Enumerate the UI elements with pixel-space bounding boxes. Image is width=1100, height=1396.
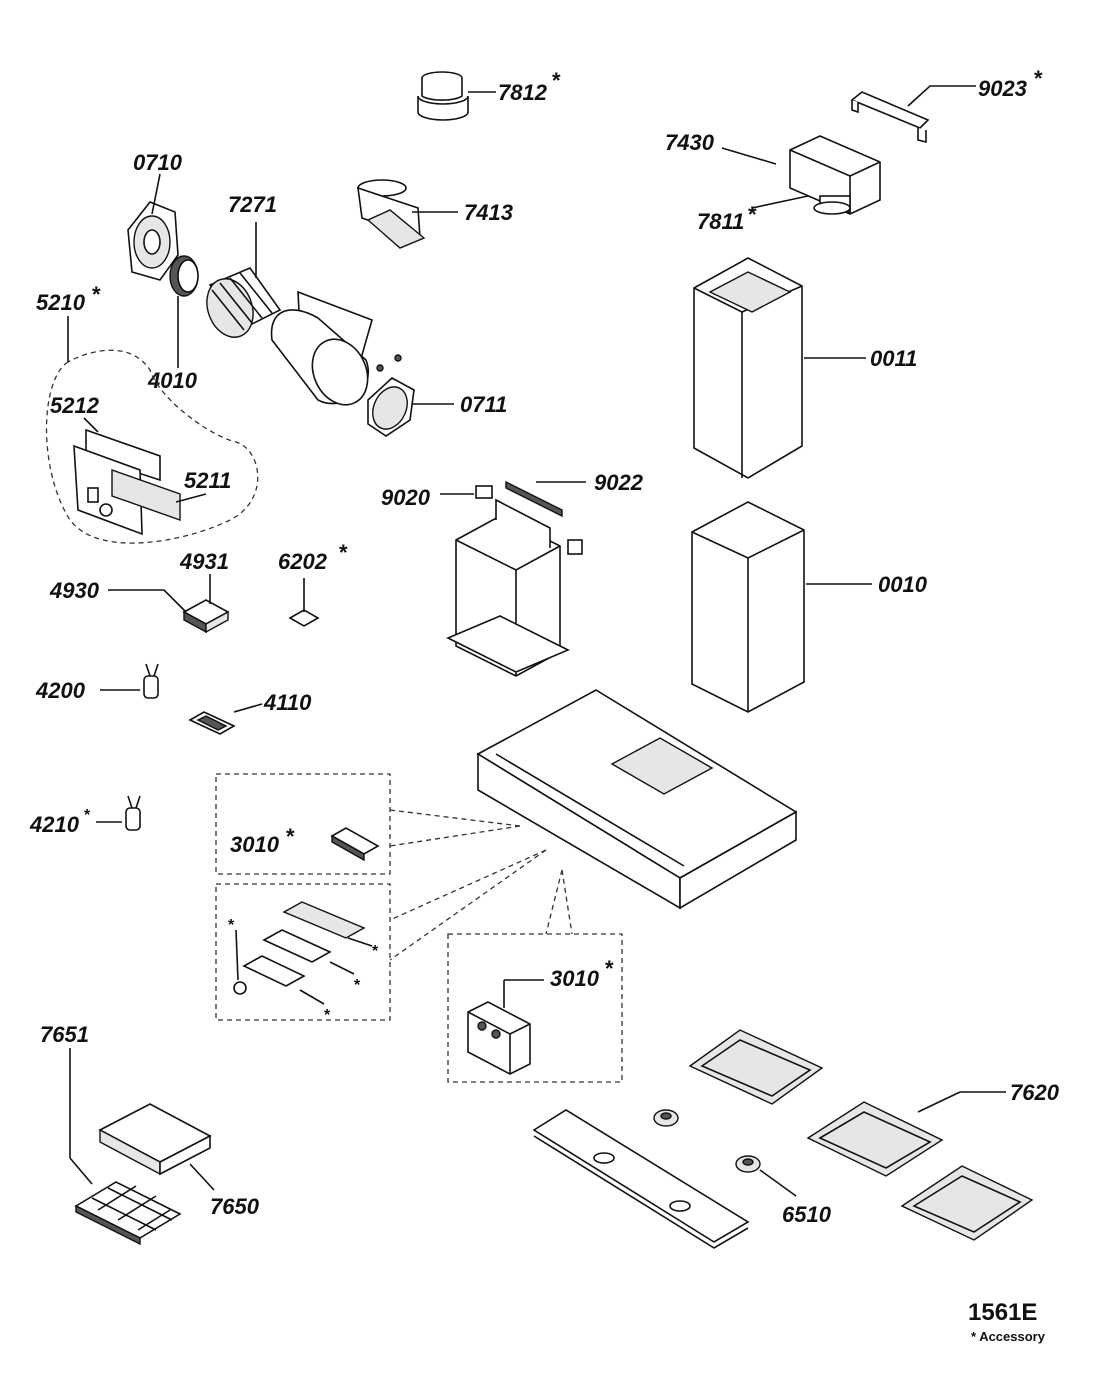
label-6510: 6510 xyxy=(782,1202,832,1227)
label-4200: 4200 xyxy=(35,678,86,703)
label-7413: 7413 xyxy=(464,200,513,225)
label-7811: 7811 xyxy=(697,209,744,234)
asterisk-kit-4: * xyxy=(324,1007,331,1024)
part-4210-capacitor xyxy=(96,795,141,831)
label-3010-b: 3010 xyxy=(550,966,600,991)
asterisk-kit-1: * xyxy=(228,917,235,934)
label-7812: 7812 xyxy=(498,80,548,105)
label-9022: 9022 xyxy=(594,470,644,495)
part-blower-housing xyxy=(270,290,402,406)
asterisk-5210: * xyxy=(92,282,101,307)
callout-leaders xyxy=(389,809,573,961)
part-4930-4931-switch xyxy=(108,574,230,634)
asterisk-3010-b: * xyxy=(605,956,614,981)
label-0011: 0011 xyxy=(870,346,917,371)
asterisk-7811: * xyxy=(748,202,757,227)
label-7620: 7620 xyxy=(1010,1080,1060,1105)
part-4110-light-switch xyxy=(188,703,263,735)
label-4930: 4930 xyxy=(49,578,100,603)
part-0010-lower-chimney xyxy=(691,501,872,713)
label-7430: 7430 xyxy=(665,130,715,155)
label-0010: 0010 xyxy=(878,572,928,597)
part-0710-motor-plate xyxy=(127,173,179,281)
asterisk-3010-a: * xyxy=(286,824,295,849)
label-7651: 7651 xyxy=(40,1022,89,1047)
asterisk-kit-3: * xyxy=(354,977,361,994)
callout-box-3010-panel xyxy=(447,933,623,1083)
label-3010-a: 3010 xyxy=(230,832,280,857)
part-3010-control-panel xyxy=(467,979,544,1075)
label-5211: 5211 xyxy=(184,468,231,493)
part-6510-lamps xyxy=(653,1109,797,1197)
asterisk-4210: * xyxy=(84,807,91,824)
asterisk-kit-2: * xyxy=(372,943,379,960)
part-bottom-trim-panel xyxy=(532,1109,750,1249)
label-4010: 4010 xyxy=(147,368,198,393)
part-accessory-kit xyxy=(233,901,373,1005)
part-0011-upper-chimney xyxy=(693,257,866,479)
part-9020-clip xyxy=(475,485,493,499)
part-7413-damper-collar xyxy=(357,179,458,249)
reference-code: 1561E xyxy=(968,1299,1037,1326)
asterisk-9023: * xyxy=(1034,66,1043,91)
label-5212: 5212 xyxy=(50,393,100,418)
part-frame-assembly xyxy=(440,480,586,677)
accessory-legend: * Accessory xyxy=(971,1329,1046,1344)
label-4210: 4210 xyxy=(29,812,80,837)
asterisk-7812: * xyxy=(552,68,561,93)
electronics-group-outline xyxy=(45,349,259,544)
part-0711-inlet-grille xyxy=(367,377,454,437)
part-7430-diverter-box xyxy=(721,135,881,215)
callout-box-accessory-kit xyxy=(215,883,391,1021)
label-4931: 4931 xyxy=(179,549,229,574)
asterisk-6202: * xyxy=(339,540,348,565)
part-7620-grease-filters xyxy=(688,1029,1034,1241)
callout-box-3010-remote xyxy=(215,773,391,875)
label-7650: 7650 xyxy=(210,1194,260,1219)
part-9022-strip xyxy=(505,480,563,518)
label-9020: 9020 xyxy=(381,485,431,510)
part-hood-canopy xyxy=(476,689,798,910)
part-7651-filter-frame xyxy=(69,1048,182,1246)
part-3010-control-module xyxy=(330,827,380,862)
part-7812-collar xyxy=(417,71,496,121)
label-7271: 7271 xyxy=(228,192,277,217)
part-9023-bracket xyxy=(850,85,976,144)
part-4200-capacitor xyxy=(100,663,159,699)
label-5210: 5210 xyxy=(36,290,86,315)
part-6202-sensor xyxy=(288,578,320,627)
label-9023: 9023 xyxy=(978,76,1027,101)
label-0710: 0710 xyxy=(133,150,183,175)
part-7650-charcoal-filter xyxy=(98,1103,215,1191)
label-0711: 0711 xyxy=(460,392,507,417)
part-5212-5211-control-boards xyxy=(73,417,207,536)
part-7271-blower-wheel xyxy=(206,222,282,338)
label-4110: 4110 xyxy=(263,690,312,715)
part-4010-motor xyxy=(169,255,199,368)
label-6202: 6202 xyxy=(278,549,328,574)
